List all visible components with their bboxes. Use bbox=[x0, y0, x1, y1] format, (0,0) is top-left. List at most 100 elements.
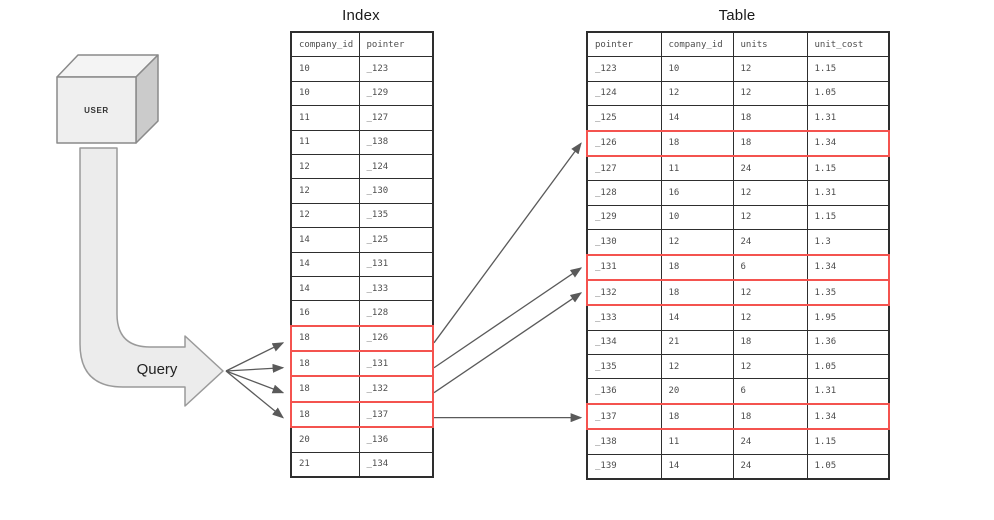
table-cell: 1.15 bbox=[806, 204, 890, 231]
index-row: 12_124 bbox=[290, 153, 434, 180]
index-cell: _131 bbox=[358, 350, 434, 378]
index-cell: 16 bbox=[290, 300, 360, 327]
table-cell: 6 bbox=[732, 378, 808, 405]
link-arrows bbox=[225, 142, 583, 423]
index-cell: 14 bbox=[290, 251, 360, 277]
index-row: 12_135 bbox=[290, 202, 434, 229]
table-cell: 1.31 bbox=[806, 180, 890, 206]
index-row: 14_125 bbox=[290, 227, 434, 253]
table-cell: 1.15 bbox=[806, 428, 890, 455]
table-cell: 21 bbox=[660, 329, 734, 356]
table-cell: 1.15 bbox=[806, 155, 890, 182]
table-cell: 12 bbox=[732, 80, 808, 107]
table-cell: 1.3 bbox=[806, 229, 890, 256]
table-cell: _129 bbox=[586, 204, 662, 231]
table-cell: _125 bbox=[586, 105, 662, 132]
index-cell: 21 bbox=[290, 451, 360, 478]
table-cell: 14 bbox=[660, 304, 734, 331]
index-cell: _126 bbox=[358, 324, 434, 353]
table-cell: 6 bbox=[732, 253, 808, 281]
query-label: Query bbox=[136, 361, 178, 378]
table-cell: _136 bbox=[586, 378, 662, 405]
table-cell: 11 bbox=[660, 155, 734, 182]
index-cell: 18 bbox=[290, 400, 360, 429]
table-cell: _133 bbox=[586, 304, 662, 331]
index-cell: 10 bbox=[290, 56, 360, 82]
table-cell: 18 bbox=[732, 329, 808, 356]
table-cell: 12 bbox=[660, 80, 734, 107]
index-cell: 14 bbox=[290, 275, 360, 302]
table-cell: 18 bbox=[660, 278, 734, 307]
table-cell: 18 bbox=[660, 253, 734, 281]
table-cell: _126 bbox=[586, 129, 662, 157]
table-cell: 24 bbox=[732, 453, 808, 480]
index-cell: _129 bbox=[358, 80, 434, 107]
table-cell: 18 bbox=[732, 402, 808, 431]
index-title: Index bbox=[342, 7, 380, 24]
index-to-table-arrow bbox=[433, 142, 582, 344]
index-cell: 10 bbox=[290, 80, 360, 107]
table-cell: 14 bbox=[660, 453, 734, 480]
table-cell: 12 bbox=[660, 229, 734, 256]
table-cell: 1.05 bbox=[806, 453, 890, 480]
table-cell: _139 bbox=[586, 453, 662, 480]
index-cell: _123 bbox=[358, 56, 434, 82]
index-cell: 14 bbox=[290, 227, 360, 253]
index-cell: _138 bbox=[358, 129, 434, 155]
index-row: 18_131 bbox=[290, 350, 434, 378]
index-cell: _135 bbox=[358, 202, 434, 229]
table-header-cell: pointer bbox=[586, 31, 662, 58]
index-row: 18_126 bbox=[290, 324, 434, 353]
index-cell: 20 bbox=[290, 426, 360, 453]
query-to-index-arrow bbox=[225, 370, 285, 419]
query-to-index-arrow bbox=[225, 370, 285, 394]
query-to-index-arrow bbox=[225, 342, 285, 372]
index-row: 14_133 bbox=[290, 275, 434, 302]
table-cell: 18 bbox=[660, 129, 734, 157]
table-header-cell: company_id bbox=[660, 31, 734, 58]
table-cell: 20 bbox=[660, 378, 734, 405]
table-cell: 1.34 bbox=[806, 253, 890, 281]
table-cell: 1.34 bbox=[806, 129, 890, 157]
table-cell: 18 bbox=[732, 105, 808, 132]
table-cell: 1.05 bbox=[806, 80, 890, 107]
table-title: Table bbox=[718, 7, 756, 24]
index-row: 18_137 bbox=[290, 400, 434, 429]
table-cell: 11 bbox=[660, 428, 734, 455]
table-cell: 1.95 bbox=[806, 304, 890, 331]
table-cell: 12 bbox=[660, 354, 734, 380]
table-cell: 12 bbox=[732, 354, 808, 380]
table-cell: 14 bbox=[660, 105, 734, 132]
index-cell: _131 bbox=[358, 251, 434, 277]
table-cell: 24 bbox=[732, 155, 808, 182]
table-cell: _134 bbox=[586, 329, 662, 356]
index-cell: 12 bbox=[290, 202, 360, 229]
index-to-table-arrow bbox=[433, 292, 583, 394]
index-cell: 11 bbox=[290, 105, 360, 131]
index-cell: 18 bbox=[290, 350, 360, 378]
index-to-table-arrow bbox=[433, 267, 583, 369]
table-cell: _130 bbox=[586, 229, 662, 256]
table-cell: 12 bbox=[732, 180, 808, 206]
table-cell: _123 bbox=[586, 56, 662, 82]
table-cell: 1.36 bbox=[806, 329, 890, 356]
index-row: 14_131 bbox=[290, 251, 434, 277]
index-cell: _127 bbox=[358, 105, 434, 131]
index-cell: _128 bbox=[358, 300, 434, 327]
table-cell: 1.31 bbox=[806, 105, 890, 132]
index-row: 18_132 bbox=[290, 375, 434, 403]
query-arrow-icon bbox=[79, 147, 224, 407]
table-cell: 16 bbox=[660, 180, 734, 206]
index-row: 11_127 bbox=[290, 105, 434, 131]
index-row: 21_134 bbox=[290, 451, 434, 478]
user-cube-front-face bbox=[56, 76, 137, 144]
